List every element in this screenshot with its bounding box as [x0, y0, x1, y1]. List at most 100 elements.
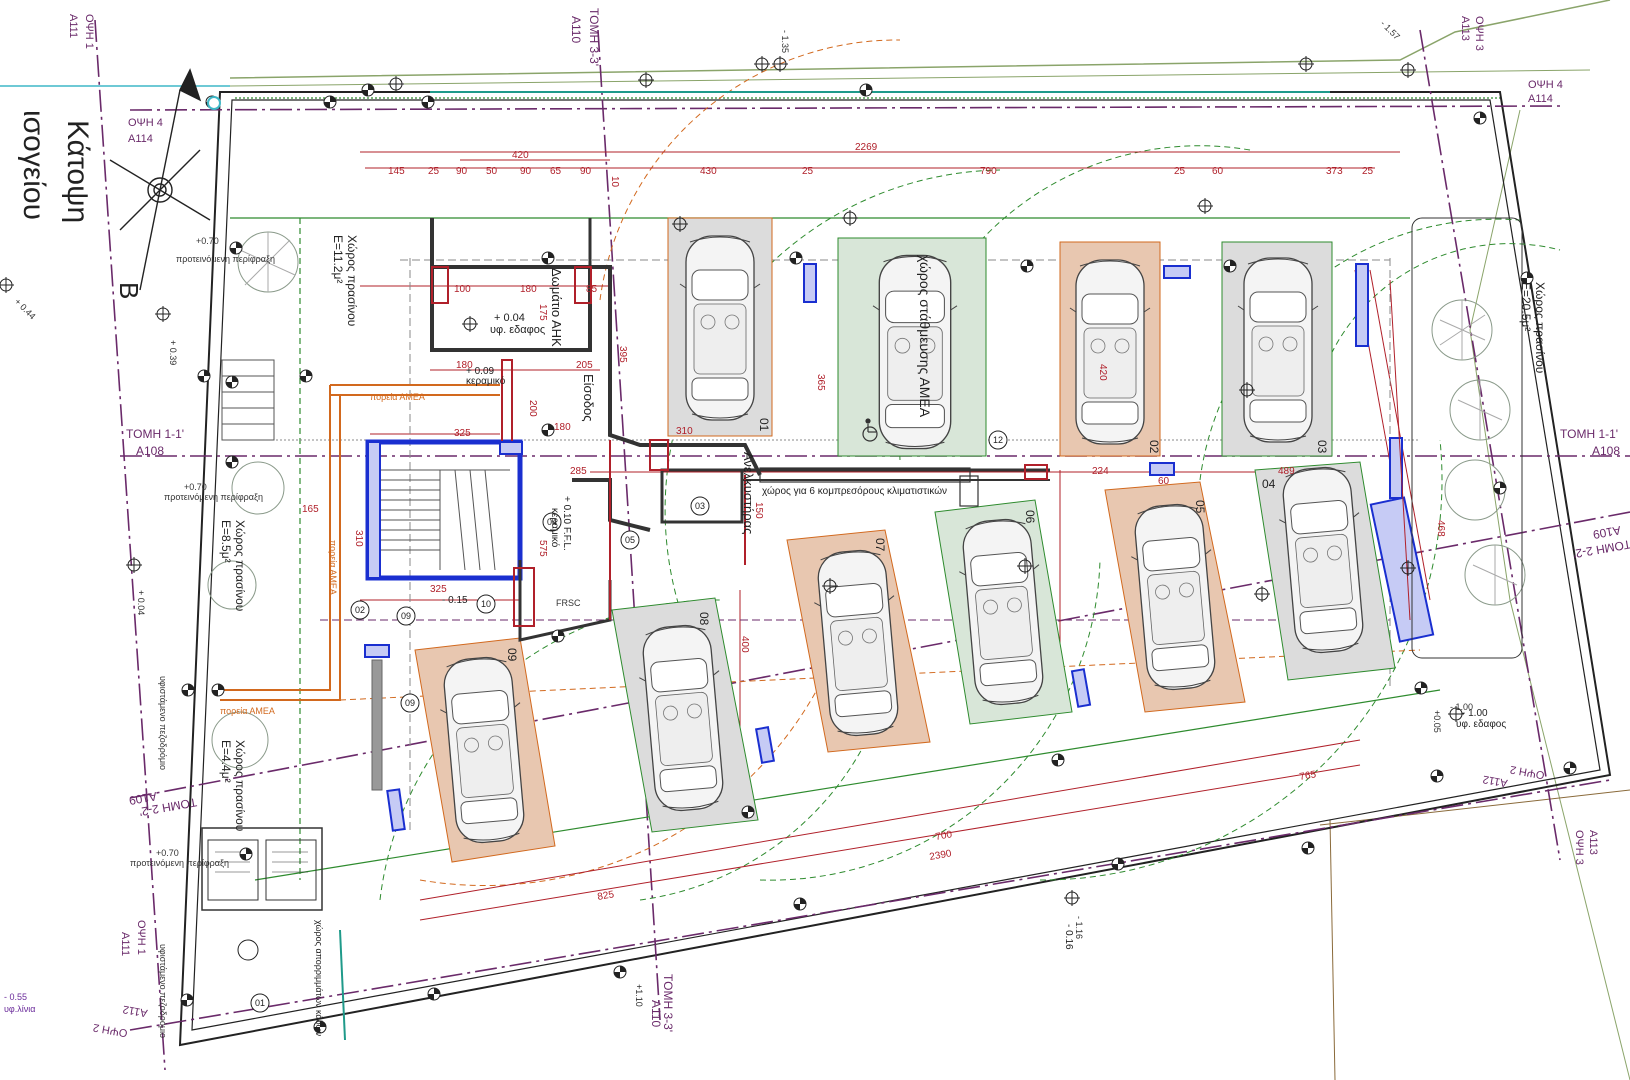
dim-180c: 180 [554, 422, 571, 433]
dim-chain-8: 430 [700, 166, 717, 177]
car-01 [679, 235, 761, 421]
ramp-label-3: πορεία ΑΜΕΑ [220, 706, 275, 716]
green-right-area: E=20.5μ² [1519, 282, 1533, 331]
ops3-top: ΟΨΗ 3 [1473, 16, 1485, 51]
dim-chain-5: 65 [550, 166, 562, 177]
ramp-labels: πορεία ΑΜΕΑ πορεία ΑΜΕΑ πορεία ΑΜΕΑ [220, 392, 425, 716]
floor-m015: - 0.15 [442, 595, 468, 606]
dim-chain-12: 60 [1212, 166, 1224, 177]
dim-420: 420 [1097, 364, 1108, 381]
callout-numbers: 02 09 09 10 04 05 03 12 01 [255, 435, 1003, 1008]
ramp-label: πορεία ΑΜΕΑ [370, 392, 425, 402]
dim-chain-6: 90 [580, 166, 592, 177]
callout-01: 01 [255, 998, 265, 1008]
bay-02: 02 [1147, 440, 1161, 454]
dim-60: 60 [1158, 476, 1170, 487]
dim-85: 85 [586, 284, 598, 295]
wheelchair-icon [862, 418, 878, 442]
ceramic-val: + 0.09 [466, 366, 495, 377]
ceramic-label: κεραμικό [466, 375, 506, 387]
s33-bottom: ΤΟΜΗ 3-3' [661, 974, 675, 1032]
dim-180b: 180 [456, 360, 473, 371]
dim-chain-3: 50 [486, 166, 498, 177]
note-plus070-b: +0.70 [184, 482, 207, 492]
compressor-label: χώρος για 6 κομπρεσόρους κλιματιστικών [762, 485, 947, 497]
dim-chain-13: 373 [1326, 166, 1343, 177]
dimension-lines [360, 151, 1431, 921]
dim-468: 468 [1435, 520, 1446, 537]
floor-right-m100: - 1.00 [1462, 708, 1488, 719]
note-floor-low: - 1.00 [1450, 702, 1473, 712]
dim-365: 365 [815, 374, 826, 391]
dim-395: 395 [617, 346, 628, 363]
green-left3: Χώρος πρασίνου [233, 740, 247, 831]
ops3-bottom-ref: A113 [1587, 830, 1599, 855]
note-plus044: + 0.44 [13, 296, 38, 321]
bay-06: 06 [1023, 510, 1037, 524]
right-green-plot [1389, 217, 1523, 659]
green-left1-area: E=11.2μ² [331, 235, 345, 283]
note-floor-line: υφ.λίνια [4, 1004, 35, 1014]
green-setback-lines [230, 97, 1500, 881]
ops4-right: ΟΨΗ 4 [1528, 79, 1563, 91]
s33-top-ref: A110 [569, 16, 583, 43]
bin-area [201, 827, 323, 911]
note-plus004: + 0.04 [136, 590, 146, 615]
dimension-labels: 2269 420 145 25 90 50 90 65 90 10 430 25… [302, 142, 1446, 903]
note-minus055: - 0.55 [4, 992, 27, 1002]
room-entrance: Είσοδος [581, 374, 596, 422]
title-line1: Κάτοψη [61, 120, 94, 223]
ff-level-sub: κεραμικό [549, 508, 561, 548]
s11-left-ref: A108 [136, 444, 164, 458]
dim-575: 575 [537, 540, 548, 557]
ops4-right-ref: A114 [1528, 93, 1553, 105]
site-notes: +0.70 προτεινόμενη περίφραξη +0.70 προτε… [4, 18, 1473, 1038]
dim-765: 765 [1299, 769, 1318, 783]
ff-level: + 0.10 F.F.L. [561, 496, 572, 551]
north-arrow-icon [109, 68, 211, 291]
callout-circles [207, 96, 1008, 1013]
dim-chain-7: 10 [609, 176, 620, 188]
green-left3-area: E=4.4μ² [219, 740, 233, 783]
dim-200: 200 [527, 400, 538, 417]
green-left2: Χώρος πρασίνου [233, 520, 247, 611]
callout-03: 03 [695, 501, 705, 511]
dim-chain-14: 25 [1362, 166, 1374, 177]
callout-04: 04 [547, 517, 557, 527]
amea-parking: χώρος στάθμευσης ΑΜΕΑ [917, 255, 933, 418]
dim-chain-1: 25 [428, 166, 440, 177]
s22-left-ref: A109 [128, 789, 158, 808]
dim-chain-4: 90 [520, 166, 532, 177]
callout-05: 05 [625, 535, 635, 545]
note-plus070-c: +0.70 [156, 848, 179, 858]
s33-top: ΤΟΜΗ 3-3' [587, 8, 601, 66]
dim-175: 175 [537, 304, 548, 321]
dim-489: 489 [1278, 466, 1295, 477]
ops3-top-ref: A113 [1459, 16, 1471, 41]
entry-steps [221, 359, 275, 441]
title-line2: ισογείου [17, 110, 50, 220]
green-left1: Χώρος πρασίνου [345, 235, 359, 326]
ops2-left-ref: A112 [122, 1003, 149, 1019]
note-proposed-a: προτεινόμενη περίφραξη [176, 254, 275, 264]
car-03 [1237, 257, 1319, 443]
dim-310: 310 [676, 426, 693, 437]
elevation-labels: ΟΨΗ 1 A111 ΟΨΗ 1 A111 ΟΨΗ 2 A112 ΟΨΗ 2 A… [67, 14, 1599, 1039]
dim-150: 150 [753, 502, 764, 519]
ops1-bottom-ref: A111 [119, 932, 131, 956]
callout-12: 12 [993, 435, 1003, 445]
dim-165: 165 [302, 504, 319, 515]
dim-top-total: 2269 [855, 142, 878, 153]
note-existing-a: υφιστάμενο πεζοδρόμιο [158, 676, 168, 770]
green-left2-area: E=8.5μ² [219, 520, 233, 563]
bin-area-label: χώρος απορριμμάτων κάδων [314, 920, 324, 1037]
dim-100: 100 [454, 284, 471, 295]
dim-180: 180 [520, 284, 537, 295]
room-ahk: Δωμάτιο ΑΗΚ [549, 268, 564, 347]
bay-05: 05 [1193, 500, 1207, 514]
dim-325: 325 [454, 428, 471, 439]
s11-left: ΤΟΜΗ 1-1' [126, 427, 184, 441]
dim-chain-9: 25 [802, 166, 814, 177]
ops1-top: ΟΨΗ 1 [83, 14, 95, 49]
compressor-area [759, 467, 979, 507]
